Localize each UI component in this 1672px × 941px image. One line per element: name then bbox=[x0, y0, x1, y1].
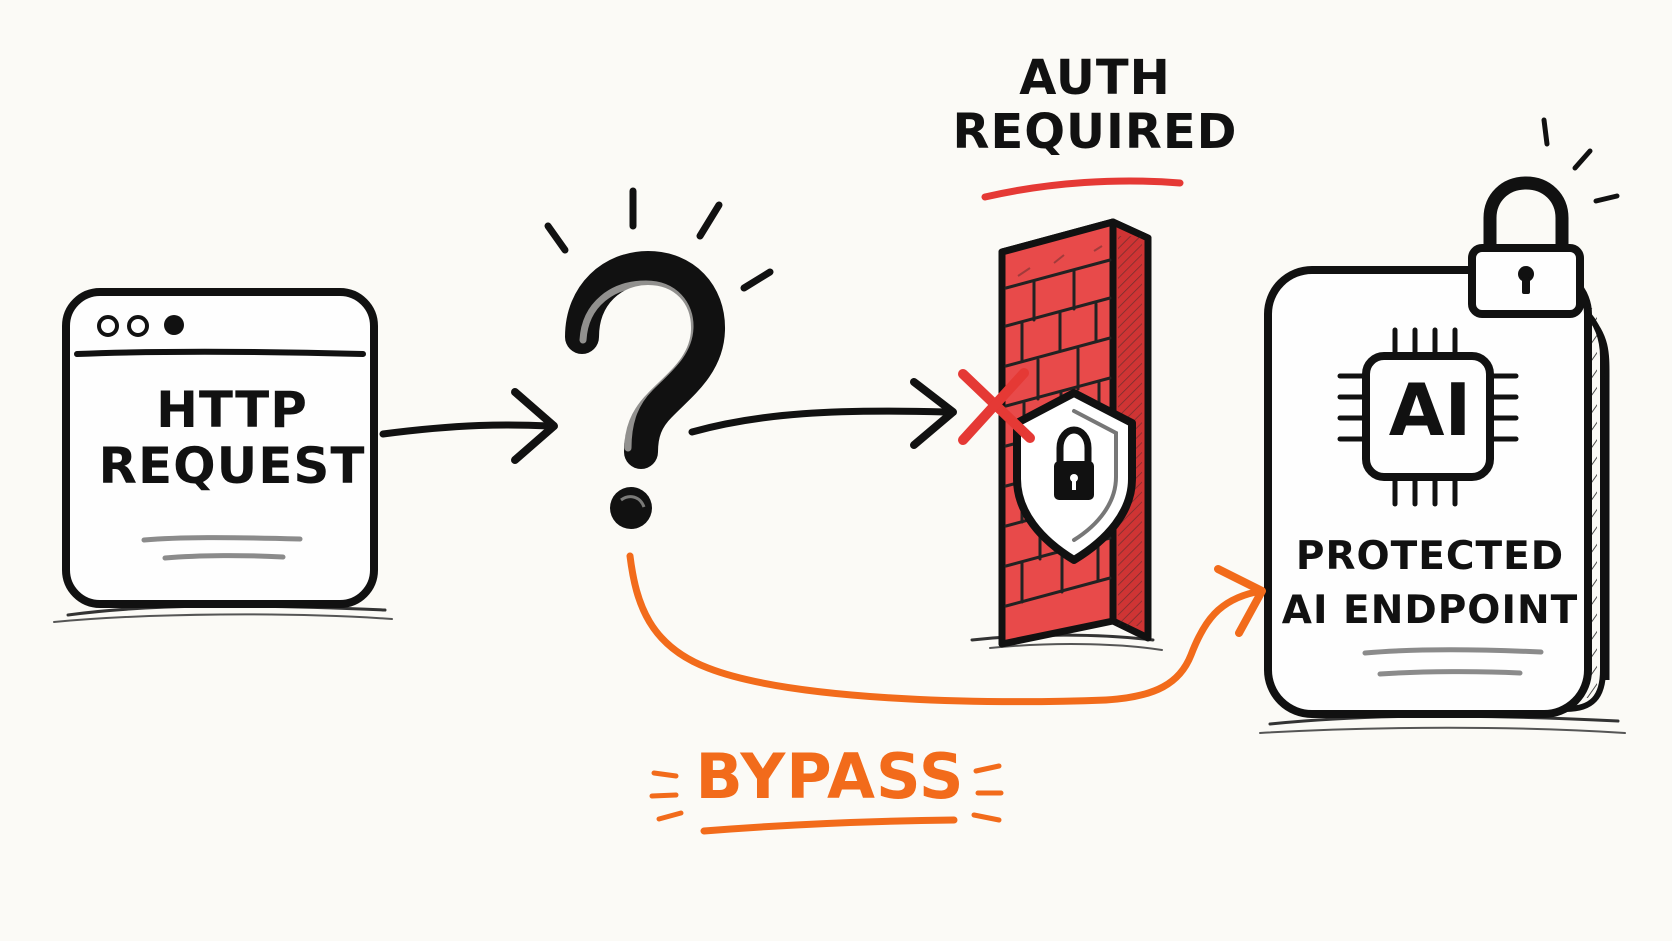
ai-chip-icon bbox=[1337, 327, 1519, 507]
question-mark-icon bbox=[544, 187, 774, 529]
arrow-to-question bbox=[379, 388, 558, 464]
ai-chip-label: AI bbox=[1388, 368, 1472, 452]
bypass-label: BYPASS bbox=[695, 740, 965, 813]
auth-underline bbox=[981, 177, 1184, 201]
blocked-arrow bbox=[688, 378, 957, 449]
padlock-icon bbox=[1468, 117, 1620, 318]
browser-window-icon bbox=[62, 288, 378, 608]
red-x-icon bbox=[958, 368, 1035, 445]
bypass-arrow bbox=[626, 552, 1266, 835]
protected-endpoint-card bbox=[1264, 266, 1610, 718]
shield-lock-icon bbox=[1013, 389, 1136, 564]
